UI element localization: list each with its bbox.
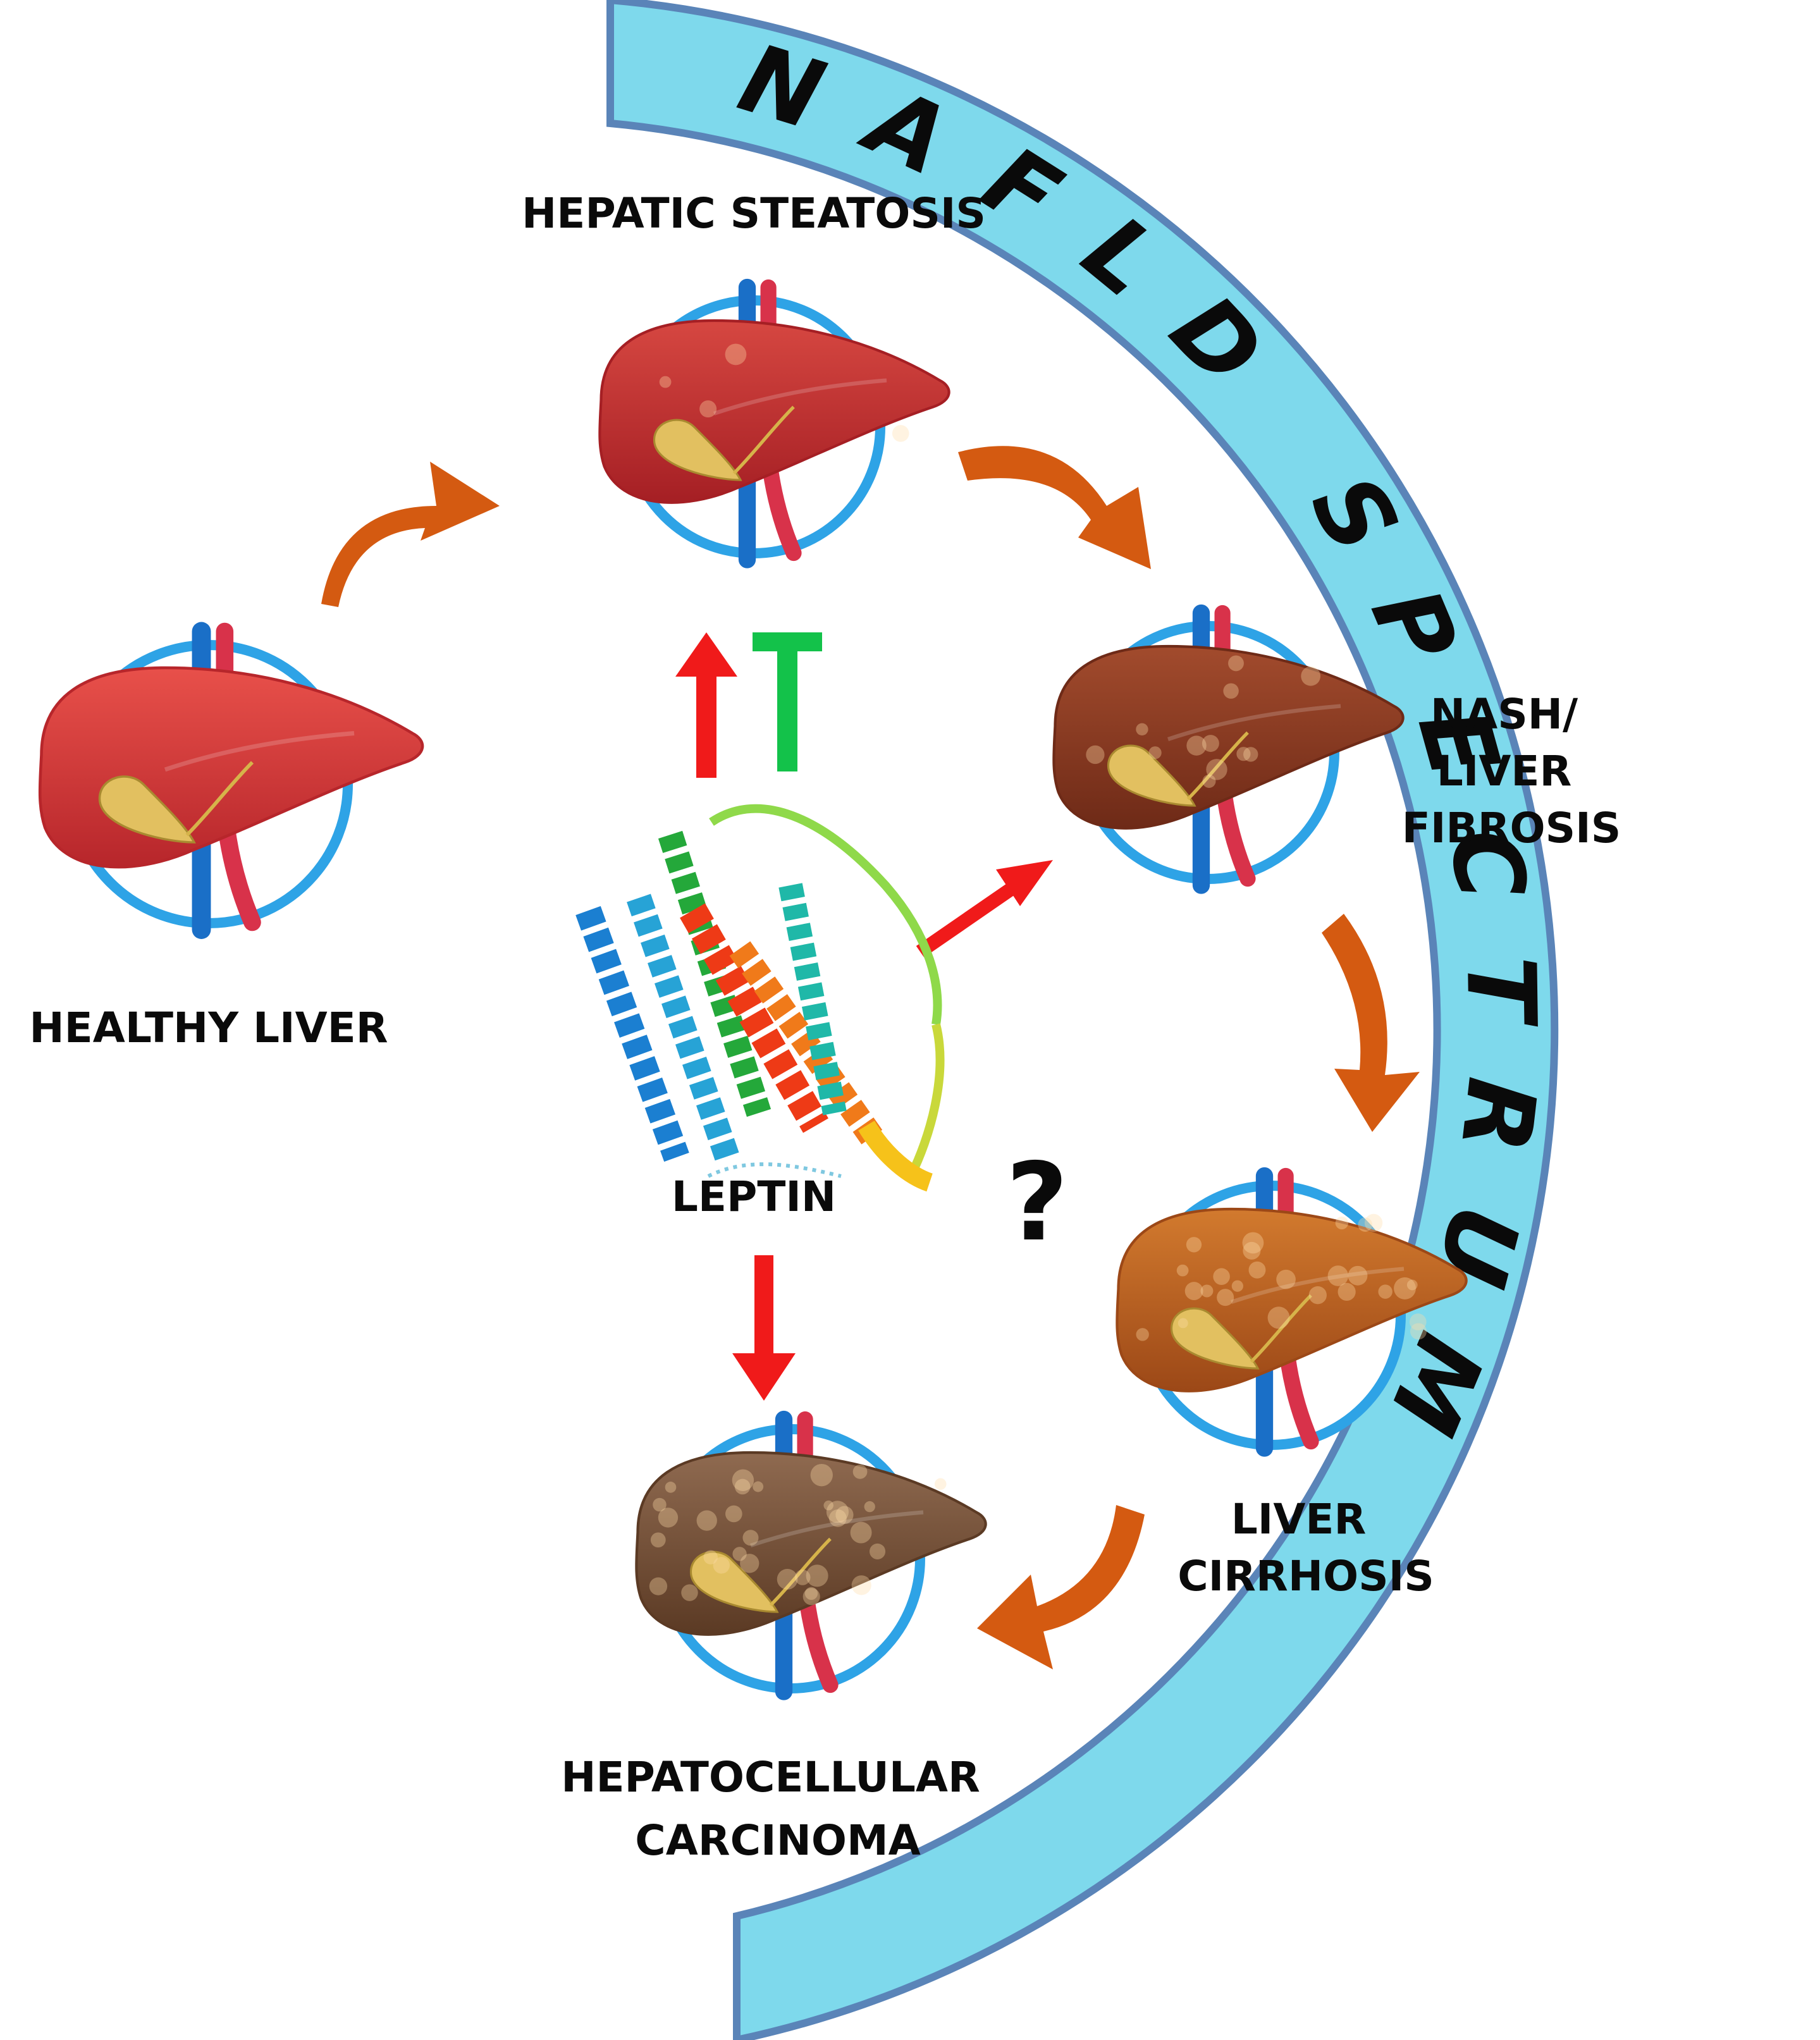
liver-node-steatosis (598, 278, 950, 568)
liver-icon (38, 622, 424, 939)
progression-arrow-healthy-to-steatosis (321, 462, 500, 607)
liver-icon (1116, 1167, 1468, 1457)
label-steatosis: HEPATIC STEATOSIS (522, 189, 986, 238)
promote-arrow-to-steatosis (675, 632, 737, 778)
liver-icon (1052, 604, 1405, 894)
liver-node-cirrhosis (1116, 1167, 1468, 1457)
liver-node-hcc (635, 1410, 987, 1700)
leptin-label: LEPTIN (672, 1172, 836, 1221)
label-hcc: HEPATOCELLULAR CARCINOMA (561, 1753, 995, 1865)
progression-arrow-nash-to-cirrhosis (1322, 914, 1420, 1132)
stage-labels: HEALTHY LIVER HEPATIC STEATOSIS NASH/ LI… (29, 189, 1621, 1865)
leptin-protein-icon (575, 804, 945, 1192)
liver-node-healthy (38, 622, 424, 939)
question-mark: ? (1006, 1140, 1069, 1265)
leptin-effects (675, 632, 1053, 1401)
progression-arrows (321, 446, 1420, 1669)
label-cirrhosis: LIVER CIRRHOSIS (1177, 1495, 1434, 1601)
inhibit-t-icon (753, 632, 822, 771)
progression-arrow-cirrhosis-to-hcc (977, 1505, 1145, 1669)
liver-icon (635, 1410, 987, 1700)
nafld-spectrum-band (606, 0, 1559, 2040)
label-nash: NASH/ LIVER FIBROSIS (1402, 690, 1621, 852)
promote-arrow-to-hcc (732, 1255, 796, 1401)
liver-icon (598, 278, 950, 568)
promote-arrow-to-nash (916, 860, 1053, 958)
label-healthy: HEALTHY LIVER (29, 1004, 388, 1052)
liver-node-nash (1052, 604, 1405, 894)
progression-arrow-steatosis-to-nash (958, 446, 1151, 569)
liver-stages (38, 278, 1468, 1700)
